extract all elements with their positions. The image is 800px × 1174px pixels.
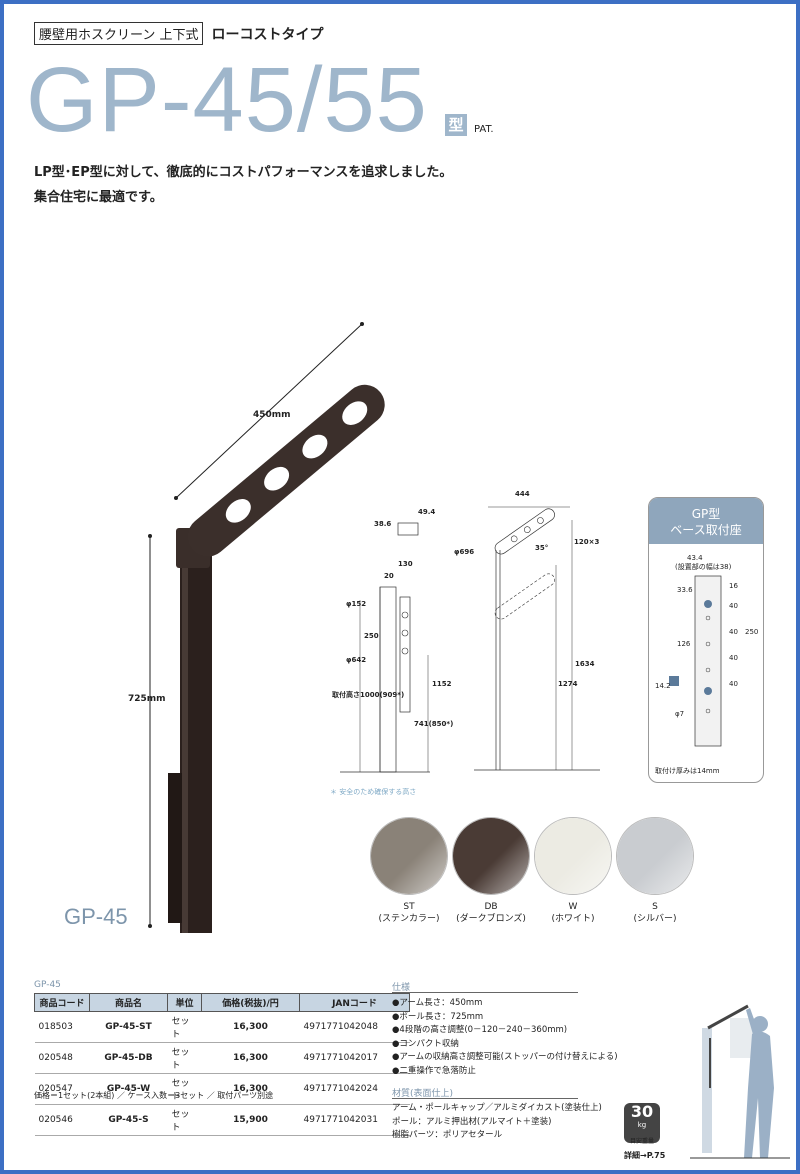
column-header: 価格(税抜)/円 [201,993,300,1012]
side-dim: 741(850*) [414,720,454,728]
spec-item: ●アームの収納高さ調整可能(ストッパーの付け替えによる) [392,1052,618,1062]
color-swatch-s [616,817,694,895]
category-label: 腰壁用ホスクリーン 上下式 [34,22,204,45]
front-dim: 1274 [558,680,578,688]
color-label-w: W(ホワイト) [551,902,595,924]
spec-title: 仕様 [392,983,411,993]
base-dim: 250 [745,628,759,636]
side-dim: 49.4 [418,508,436,516]
description-line: LP型･EP型に対して、徹底的にコストパフォーマンスを追求しました。 [34,165,453,180]
front-dim: 120×3 [574,538,600,546]
spec-item: ●アーム長さ：450mm [392,998,483,1008]
base-dim: 126 [677,640,691,648]
base-card-header: GP型 ベース取付座 [649,498,763,544]
spec-item: ●二重操作で急落防止 [392,1065,476,1076]
front-dim: φ696 [454,548,475,556]
base-plate-drawing [669,575,722,747]
description-line: 集合住宅に最適です。 [34,190,163,205]
color-label-st: ST(ステンカラー) [378,902,440,924]
base-dim: 40 [729,680,738,688]
swatch-fill [535,818,611,894]
color-swatch-st [370,817,448,895]
color-label-s: S(シルバー) [633,902,677,924]
material-title: 材質(表面仕上) [392,1089,454,1099]
spec-item: ●コンパクト収納 [392,1038,459,1049]
base-dim: (設置部の幅は38) [675,563,732,571]
color-swatch-w [534,817,612,895]
base-dim: 43.4 [687,554,703,562]
detail-link[interactable]: 詳細→P.75 [624,1151,666,1160]
patent-mark: PAT. [474,124,494,135]
product-photo [148,322,385,933]
front-dim: 35° [535,544,549,552]
side-dim: 38.6 [374,520,392,528]
material-item: ポール：アルミ押出材(アルマイト＋塗装) [392,1116,552,1127]
category-row: 腰壁用ホスクリーン 上下式 ローコストタイプ [34,22,323,45]
side-drawing [340,522,430,773]
side-dim: 1152 [432,680,452,688]
color-label-db: DB(ダークブロンズ) [456,902,526,924]
column-header: 単位 [167,993,202,1012]
base-mount-card: GP型 ベース取付座 43.4 (設置部の幅は38) 33.6 126 14.2… [648,497,764,783]
price-table-title: GP-45 [34,980,61,990]
column-header: 商品名 [89,993,168,1012]
column-header: 商品コード [34,993,90,1012]
price-table: 商品コード 商品名 単位 価格(税抜)/円 JANコード 018503 GP-4… [34,993,410,1136]
swatch-fill [617,818,693,894]
front-dim: 444 [515,490,530,498]
model-title: GP-45/55 [26,49,428,151]
base-dim: 16 [729,582,738,590]
base-dim: 40 [729,654,738,662]
pole-length-label: 725mm [128,694,166,704]
material-item: アーム・ポールキャップ／アルミダイカスト(塗装仕上) [392,1103,602,1113]
column-header: JANコード [299,993,410,1012]
color-swatch-db [452,817,530,895]
table-row: 020546 GP-45-S セット 15,900 4971771042031 [34,1104,410,1136]
arm-dimension-line [175,323,363,499]
material-divider [392,1098,578,1099]
side-dim: 20 [384,572,394,580]
base-dim: 33.6 [677,586,693,594]
spec-item: ●ポール長さ：725mm [392,1011,484,1022]
arm-length-label: 450mm [253,410,291,420]
front-drawing [474,506,600,771]
base-thickness-note: 取付け厚みは14mm [655,767,720,775]
spec-divider [392,992,578,993]
base-dim: φ7 [675,710,685,718]
swatch-fill [371,818,447,894]
side-dim: 250 [364,632,379,640]
arm [187,384,385,557]
usage-illustration [690,1004,790,1159]
price-table-note: 価格＝1セット(2本組) ／ ケース入数＝3セット ／ 取付パーツ別途 [34,1091,274,1100]
weight-caption: 目安重量 [629,1138,654,1145]
base-dim: 40 [729,628,738,636]
side-dim: 取付高さ1000(909*) [332,691,405,699]
material-list: アーム・ポールキャップ／アルミダイカスト(塗装仕上) ポール：アルミ押出材(アル… [392,1102,602,1143]
weight-badge: 30 kg [624,1103,660,1143]
spec-item: ●4段階の高さ調整(0－120－240－360mm) [392,1025,568,1035]
table-header-row: 商品コード 商品名 単位 価格(税抜)/円 JANコード [34,993,410,1012]
side-dim: 130 [398,560,413,568]
base-dim: 14.2 [655,682,671,690]
table-row: 020548 GP-45-DB セット 16,300 4971771042017 [34,1042,410,1074]
swatch-fill [453,818,529,894]
front-dim: 1634 [575,660,595,668]
safety-note: ＊ 安全のため確保する高さ [330,788,417,796]
spec-list: ●アーム長さ：450mm ●ポール長さ：725mm ●4段階の高さ調整(0－12… [392,997,618,1078]
side-dim: φ642 [346,656,367,664]
table-row: 020547 GP-45-W セット 16,300 4971771042024 [34,1073,410,1105]
table-row: 018503 GP-45-ST セット 16,300 4971771042048 [34,1011,410,1043]
photo-model-label: GP-45 [64,904,128,929]
base-dim: 40 [729,602,738,610]
description: LP型･EP型に対して、徹底的にコストパフォーマンスを追求しました。 集合住宅に… [34,160,452,210]
material-item: 樹脂パーツ：ポリアセタール [392,1130,503,1140]
type-badge: 型 [445,114,467,136]
category-subtitle: ローコストタイプ [211,26,324,43]
side-dim: φ152 [346,600,367,608]
